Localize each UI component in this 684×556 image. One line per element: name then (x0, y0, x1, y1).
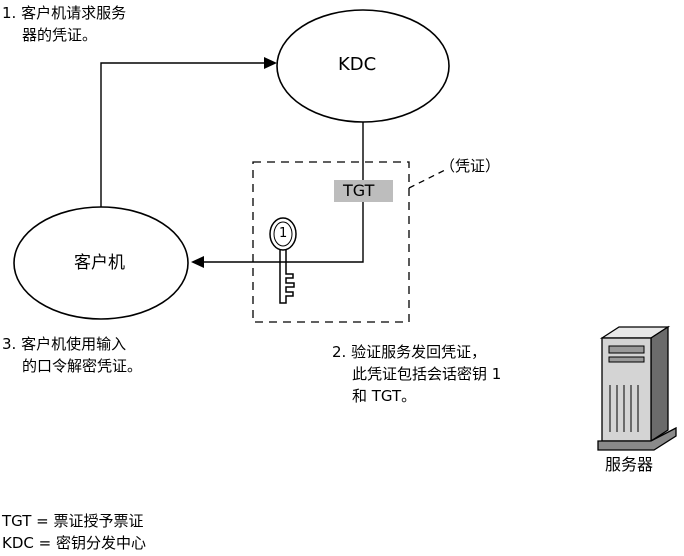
tgt-label: TGT (343, 181, 375, 200)
server-icon (597, 325, 677, 451)
step-2-text: 2. 验证服务发回凭证， 此凭证包括会话密钥 1 和 TGT。 (332, 341, 501, 407)
legend-kdc: KDC = 密钥分发中心 (2, 534, 146, 552)
legend-tgt: TGT = 票证授予票证 (2, 512, 144, 530)
client-label: 客户机 (74, 253, 125, 273)
step-1-text: 1. 客户机请求服务 器的凭证。 (2, 2, 126, 46)
legend: TGT = 票证授予票证 KDC = 密钥分发中心 (2, 510, 146, 554)
kdc-label: KDC (338, 54, 377, 75)
ticket-annotation: （凭证） (440, 157, 501, 175)
key-number-label: 1 (279, 226, 288, 241)
key-icon (269, 217, 297, 304)
step-3-text: 3. 客户机使用输入 的口令解密凭证。 (2, 333, 142, 377)
step-1-line-1: 1. 客户机请求服务 (2, 4, 127, 22)
ticket-dashed-box (252, 161, 410, 323)
server-label: 服务器 (605, 455, 654, 474)
request-arrow-line (100, 62, 268, 207)
reply-arrow-line (200, 122, 364, 263)
step-3-line-2: 的口令解密凭证。 (22, 357, 143, 375)
tgt-bar (334, 180, 393, 202)
step-2-line-3: 和 TGT。 (352, 387, 417, 405)
step-1-line-2: 器的凭证。 (22, 26, 98, 44)
ticket-leader-line (408, 169, 446, 189)
reply-arrowhead (191, 256, 204, 268)
request-arrowhead (264, 57, 277, 69)
step-2-line-2: 此凭证包括会话密钥 1 (352, 365, 502, 383)
step-3-line-1: 3. 客户机使用输入 (2, 335, 127, 353)
step-2-line-1: 2. 验证服务发回凭证， (332, 343, 487, 361)
